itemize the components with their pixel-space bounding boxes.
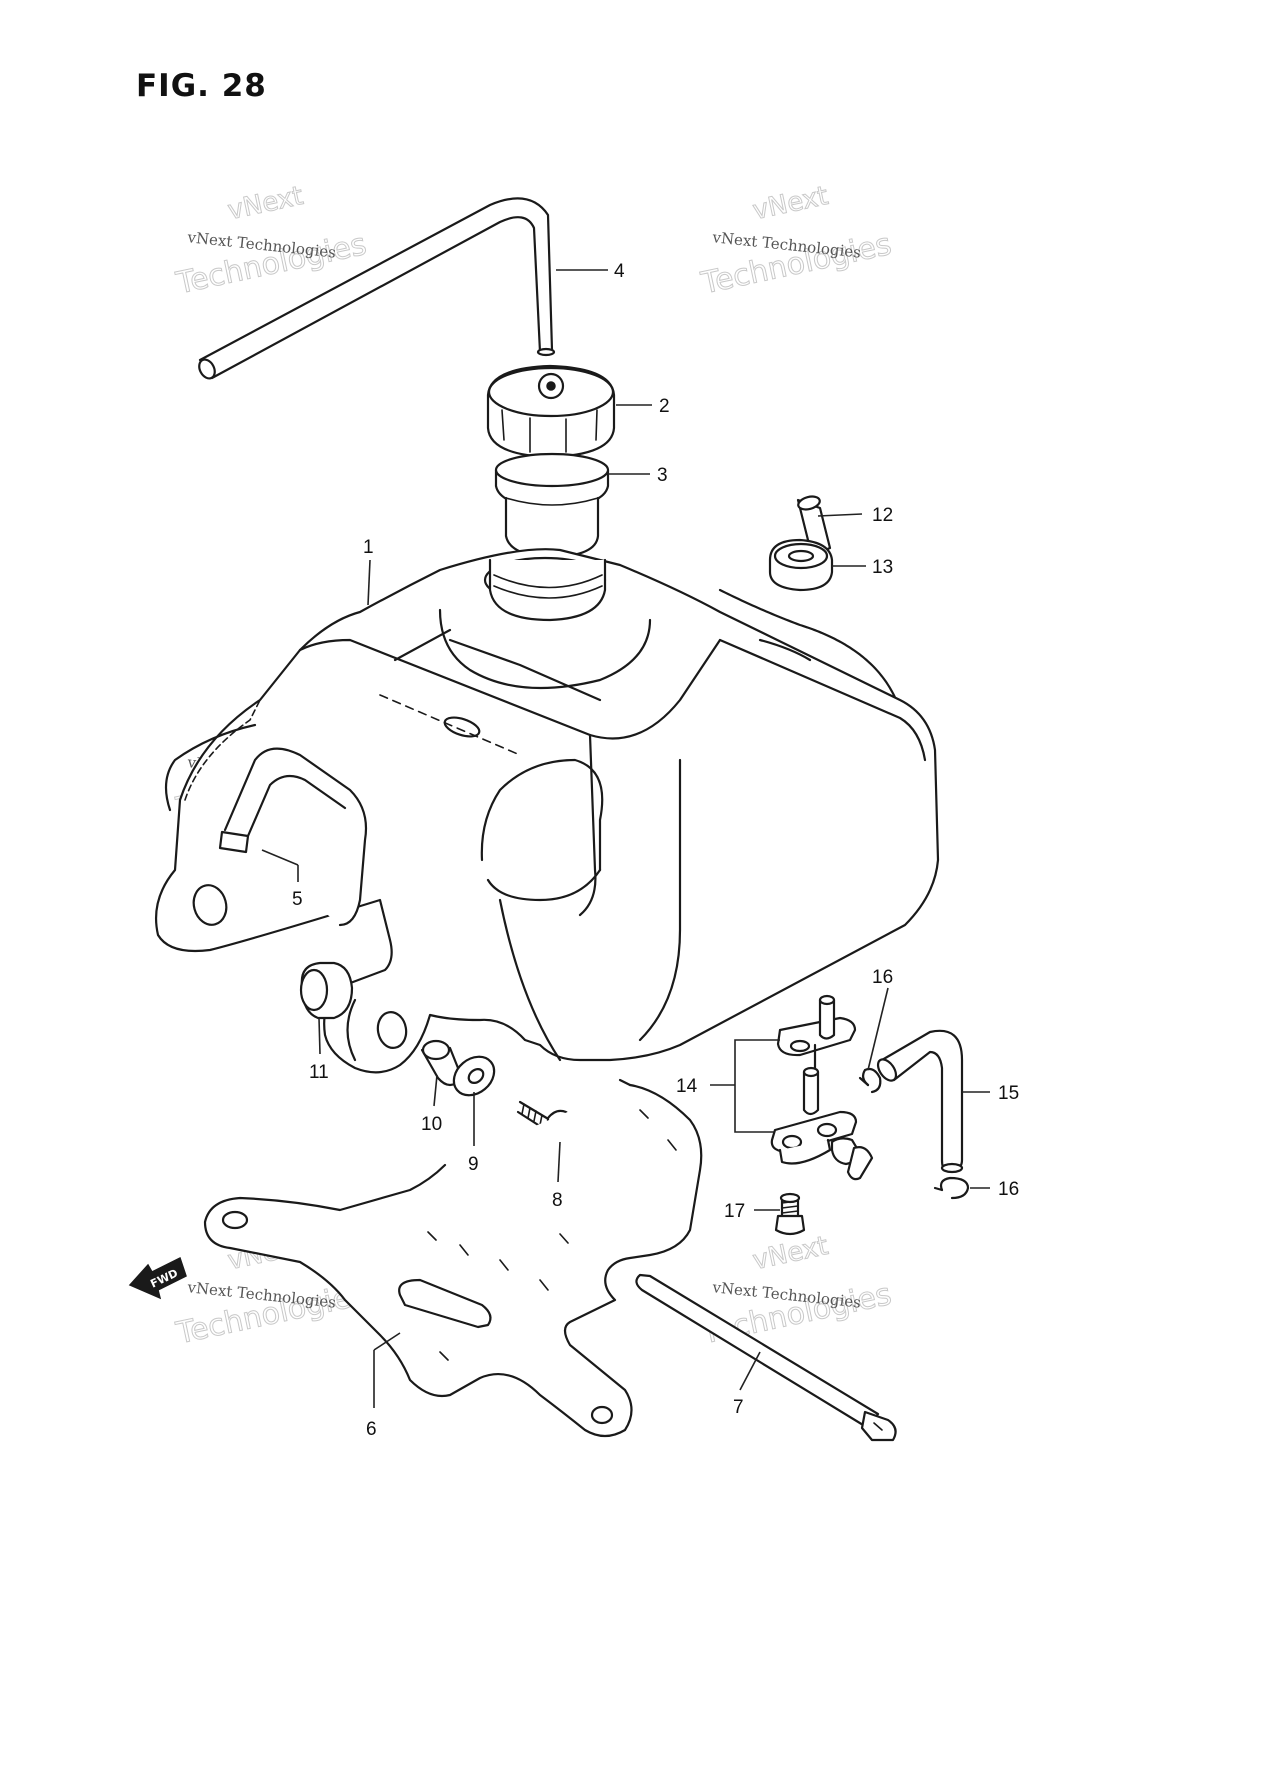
callout-11: 11 xyxy=(309,1062,329,1083)
callout-2: 2 xyxy=(659,396,670,417)
hose-clip xyxy=(933,1176,970,1200)
damper-cushion xyxy=(768,538,834,592)
callout-4: 4 xyxy=(614,261,625,282)
svg-text:vNext: vNext xyxy=(750,181,831,226)
fwd-arrow: FWD xyxy=(128,1256,187,1300)
washer xyxy=(452,1055,496,1097)
fuel-cock xyxy=(770,994,874,1181)
callout-14: 14 xyxy=(676,1076,698,1097)
callout-1: 1 xyxy=(363,537,374,558)
callout-labels: 1 2 3 4 5 6 7 8 9 10 11 12 13 14 15 16 1… xyxy=(292,261,1019,1440)
breather-hose xyxy=(198,197,556,380)
callout-16: 16 xyxy=(872,967,893,988)
fuel-hose xyxy=(876,1029,964,1174)
tank-plate xyxy=(203,1078,703,1438)
leader-lines xyxy=(261,269,990,1408)
callout-5: 5 xyxy=(292,889,303,910)
watermark: Technologies vNext vNext Technologies xyxy=(172,181,370,302)
screw xyxy=(774,1192,806,1236)
callout-6: 6 xyxy=(366,1419,377,1440)
callout-13: 13 xyxy=(872,557,893,578)
callout-10: 10 xyxy=(421,1114,442,1135)
svg-text:vNext: vNext xyxy=(750,1231,831,1276)
watermark: Technologies vNext vNext Technologies xyxy=(697,181,895,302)
spacer xyxy=(420,1039,464,1087)
callout-17: 17 xyxy=(724,1201,745,1222)
filler-neck xyxy=(504,496,600,559)
callout-3: 3 xyxy=(657,465,668,486)
figure-title: FIG. 28 xyxy=(136,68,267,104)
hose-clip xyxy=(858,1067,882,1094)
tie-strap xyxy=(635,1273,897,1442)
callout-15: 15 xyxy=(998,1083,1019,1104)
mount-cushion xyxy=(299,961,354,1020)
callout-8: 8 xyxy=(552,1190,563,1211)
callout-12: 12 xyxy=(872,505,893,526)
fuel-cap xyxy=(486,364,616,459)
callout-7: 7 xyxy=(733,1397,744,1418)
svg-text:vNext: vNext xyxy=(225,181,306,226)
fuel-tank xyxy=(154,548,940,1074)
callout-16-lower: 16 xyxy=(998,1179,1019,1200)
callout-9: 9 xyxy=(468,1154,479,1175)
